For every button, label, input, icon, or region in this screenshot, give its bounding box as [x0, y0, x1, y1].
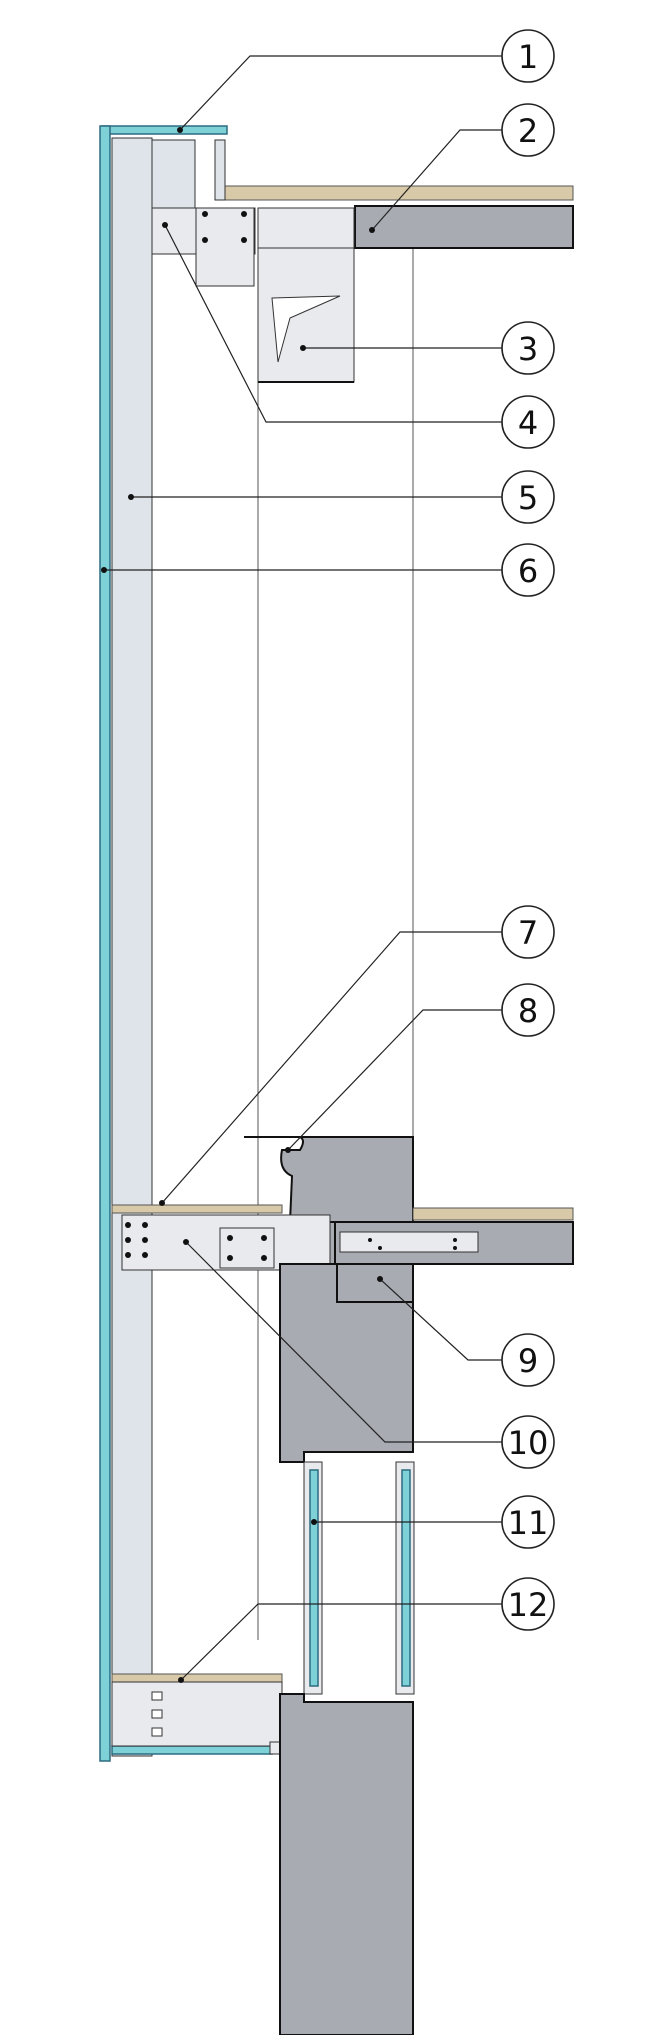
spandrel-wall: [279, 1263, 414, 1463]
callout-12: 12: [501, 1577, 555, 1631]
svg-text:1: 1: [518, 38, 538, 76]
window: [303, 1461, 415, 1695]
glass-panel: [99, 125, 111, 1762]
svg-text:7: 7: [518, 914, 538, 952]
lower-bracket: [111, 1673, 283, 1755]
svg-text:12: 12: [508, 1586, 549, 1624]
bottom-flashing: [111, 1745, 273, 1755]
svg-text:6: 6: [518, 552, 538, 590]
callout-6: 6: [501, 543, 555, 597]
callout-2: 2: [501, 103, 555, 157]
lower-wall: [279, 1693, 414, 2035]
reference-lines: [257, 240, 414, 1640]
svg-text:2: 2: [518, 112, 538, 150]
callout-3: 3: [501, 321, 555, 375]
svg-text:5: 5: [518, 479, 538, 517]
mid-bracket: [111, 1204, 331, 1271]
callout-7: 7: [501, 905, 555, 959]
leader-dots: [101, 127, 383, 1683]
callout-8: 8: [501, 983, 555, 1037]
leader-lines: [104, 55, 505, 1681]
callout-4: 4: [501, 395, 555, 449]
upper-bracket: [111, 207, 256, 287]
callout-9: 9: [501, 1333, 555, 1387]
callout-5: 5: [501, 470, 555, 524]
steel-duct: [257, 207, 355, 383]
callout-11: 11: [501, 1495, 555, 1549]
svg-text:10: 10: [508, 1424, 549, 1462]
mid-slab: [244, 1136, 574, 1303]
svg-text:4: 4: [518, 404, 538, 442]
cladding-board: [111, 137, 153, 1757]
svg-text:8: 8: [518, 992, 538, 1030]
coping-flashing: [101, 125, 228, 209]
svg-text:11: 11: [508, 1504, 549, 1542]
svg-text:3: 3: [518, 330, 538, 368]
callout-10: 10: [501, 1415, 555, 1469]
callout-1: 1: [501, 29, 555, 83]
svg-text:9: 9: [518, 1342, 538, 1380]
roof-slab: [214, 139, 574, 249]
